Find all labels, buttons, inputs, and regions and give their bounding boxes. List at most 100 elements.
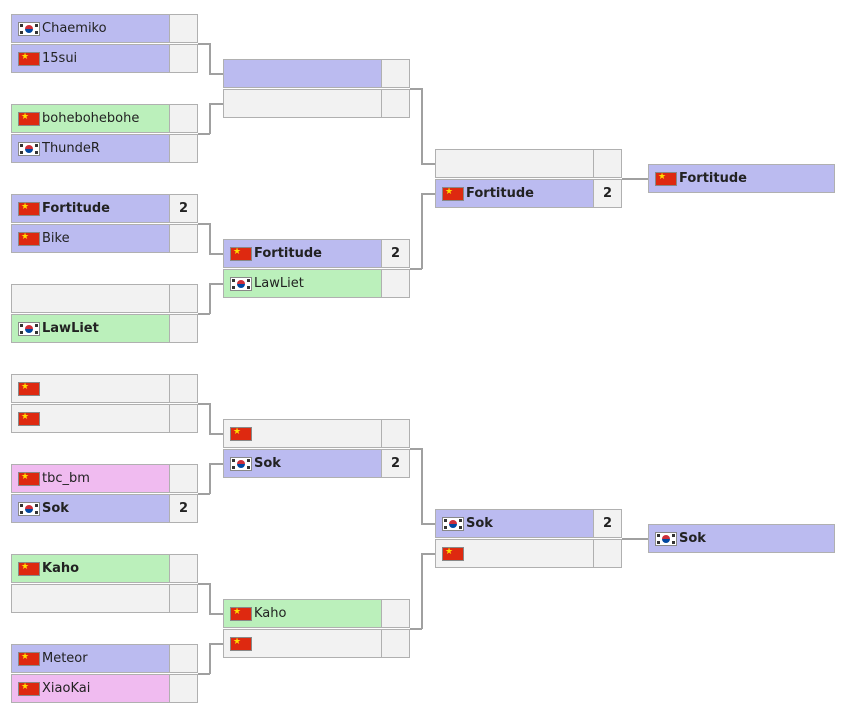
bracket-connector bbox=[410, 88, 422, 90]
kr-flag-icon bbox=[18, 502, 40, 516]
player-name: Kaho bbox=[42, 561, 80, 576]
score-cell bbox=[169, 555, 197, 582]
cn-flag-icon bbox=[18, 681, 40, 696]
score-cell bbox=[381, 60, 409, 87]
bracket-slot-r3m2-p1[interactable]: Sok 2 bbox=[435, 509, 622, 538]
score-cell bbox=[381, 630, 409, 657]
bracket-slot-r1m8-p2[interactable]: XiaoKai bbox=[11, 674, 198, 703]
bracket-connector bbox=[410, 628, 422, 630]
kr-flag-icon bbox=[230, 277, 252, 291]
cn-flag-icon bbox=[230, 636, 252, 651]
bracket-slot-r3m1-p2[interactable]: Fortitude 2 bbox=[435, 179, 622, 208]
cn-flag-icon bbox=[230, 246, 252, 261]
bracket-connector bbox=[209, 433, 223, 435]
bracket-slot-r1m6-p2[interactable]: Sok 2 bbox=[11, 494, 198, 523]
bracket-connector bbox=[209, 283, 211, 314]
bracket-slot-r2m1-p2[interactable] bbox=[223, 89, 410, 118]
bracket-connector bbox=[421, 553, 423, 629]
player-name: Kaho bbox=[254, 606, 287, 621]
bracket-connector bbox=[622, 538, 648, 540]
bracket-slot-r3m2-p2[interactable] bbox=[435, 539, 622, 568]
player-name: Bike bbox=[42, 231, 70, 246]
bracket-slot-r1m2-p1[interactable]: bohebohebohe bbox=[11, 104, 198, 133]
bracket-connector bbox=[198, 43, 210, 45]
qualifier-slot-2[interactable]: Sok bbox=[648, 524, 835, 553]
bracket-connector bbox=[209, 43, 211, 74]
score-cell bbox=[381, 420, 409, 447]
cn-flag-icon bbox=[18, 561, 40, 576]
bracket-slot-r2m2-p2[interactable]: LawLiet bbox=[223, 269, 410, 298]
score-cell bbox=[169, 465, 197, 492]
bracket-slot-r2m3-p2[interactable]: Sok 2 bbox=[223, 449, 410, 478]
bracket-slot-r2m2-p1[interactable]: Fortitude 2 bbox=[223, 239, 410, 268]
score-cell bbox=[381, 90, 409, 117]
bracket-slot-r1m4-p2[interactable]: LawLiet bbox=[11, 314, 198, 343]
kr-flag-icon bbox=[18, 22, 40, 36]
bracket-connector bbox=[421, 163, 435, 165]
bracket-slot-r2m4-p1[interactable]: Kaho bbox=[223, 599, 410, 628]
cn-flag-icon bbox=[230, 426, 252, 441]
score-cell bbox=[169, 15, 197, 42]
bracket-slot-r1m8-p1[interactable]: Meteor bbox=[11, 644, 198, 673]
cn-flag-icon bbox=[18, 651, 40, 666]
score-cell: 2 bbox=[381, 240, 409, 267]
player-name: Fortitude bbox=[679, 171, 747, 186]
score-cell bbox=[169, 405, 197, 432]
player-name: 15sui bbox=[42, 51, 78, 66]
player-name: Sok bbox=[679, 531, 706, 546]
bracket-slot-r1m2-p2[interactable]: ThundeR bbox=[11, 134, 198, 163]
bracket-connector bbox=[410, 448, 422, 450]
bracket-connector bbox=[209, 103, 211, 134]
score-cell bbox=[169, 675, 197, 702]
player-name: Sok bbox=[254, 456, 281, 471]
cn-flag-icon bbox=[18, 51, 40, 66]
bracket-connector bbox=[421, 193, 435, 195]
bracket-connector bbox=[198, 313, 210, 315]
qualifier-slot-1[interactable]: Fortitude bbox=[648, 164, 835, 193]
bracket-slot-r3m1-p1[interactable] bbox=[435, 149, 622, 178]
score-cell bbox=[169, 375, 197, 402]
player-name: Sok bbox=[466, 516, 493, 531]
bracket-connector bbox=[209, 643, 223, 645]
bracket-slot-r1m6-p1[interactable]: tbc_bm bbox=[11, 464, 198, 493]
bracket-slot-r2m1-p1[interactable] bbox=[223, 59, 410, 88]
bracket-connector bbox=[198, 583, 210, 585]
score-cell bbox=[593, 540, 621, 567]
score-cell bbox=[381, 270, 409, 297]
kr-flag-icon bbox=[230, 457, 252, 471]
bracket-slot-r2m4-p2[interactable] bbox=[223, 629, 410, 658]
bracket-slot-r1m7-p1[interactable]: Kaho bbox=[11, 554, 198, 583]
kr-flag-icon bbox=[442, 517, 464, 531]
score-cell bbox=[169, 315, 197, 342]
score-cell bbox=[593, 150, 621, 177]
cn-flag-icon bbox=[18, 411, 40, 426]
bracket-slot-r1m5-p1[interactable] bbox=[11, 374, 198, 403]
bracket-connector bbox=[198, 673, 210, 675]
bracket-connector bbox=[421, 193, 423, 269]
cn-flag-icon bbox=[18, 381, 40, 396]
score-cell bbox=[169, 45, 197, 72]
score-cell: 2 bbox=[381, 450, 409, 477]
bracket-slot-r1m4-p1[interactable] bbox=[11, 284, 198, 313]
bracket-connector bbox=[209, 463, 223, 465]
bracket-connector bbox=[209, 403, 211, 434]
player-name: Chaemiko bbox=[42, 21, 107, 36]
kr-flag-icon bbox=[655, 532, 677, 546]
score-cell bbox=[169, 135, 197, 162]
bracket-connector bbox=[209, 583, 211, 614]
score-cell bbox=[169, 645, 197, 672]
bracket-slot-r1m7-p2[interactable] bbox=[11, 584, 198, 613]
bracket-slot-r1m5-p2[interactable] bbox=[11, 404, 198, 433]
bracket-slot-r1m3-p1[interactable]: Fortitude 2 bbox=[11, 194, 198, 223]
bracket-slot-r1m3-p2[interactable]: Bike bbox=[11, 224, 198, 253]
bracket-connector bbox=[209, 283, 223, 285]
bracket-slot-r1m1-p2[interactable]: 15sui bbox=[11, 44, 198, 73]
bracket-slot-r2m3-p1[interactable] bbox=[223, 419, 410, 448]
player-name: XiaoKai bbox=[42, 681, 91, 696]
bracket-slot-r1m1-p1[interactable]: Chaemiko bbox=[11, 14, 198, 43]
cn-flag-icon bbox=[18, 201, 40, 216]
score-cell bbox=[381, 600, 409, 627]
bracket-connector bbox=[209, 463, 211, 494]
player-name: tbc_bm bbox=[42, 471, 90, 486]
cn-flag-icon bbox=[442, 546, 464, 561]
